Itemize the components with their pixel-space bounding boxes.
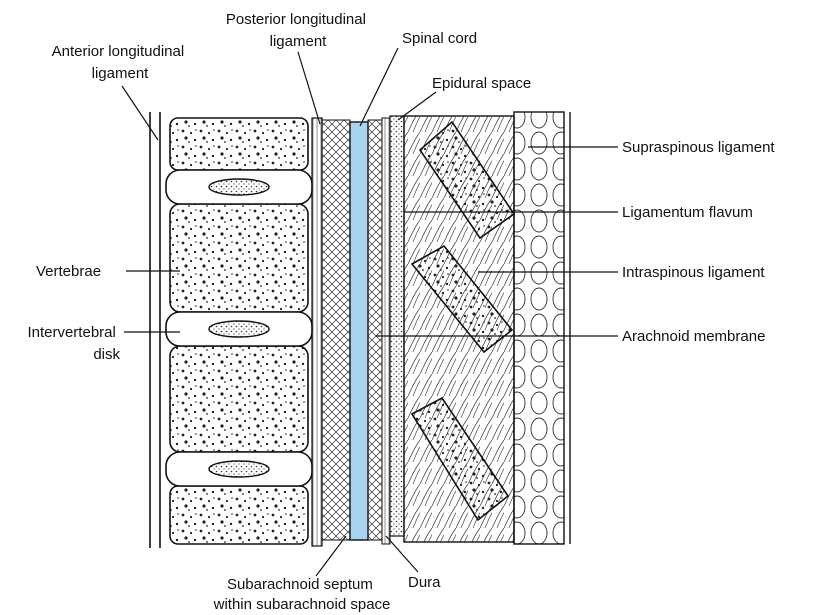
label-epidural-space: Epidural space: [432, 75, 531, 92]
dura-shape: [382, 118, 390, 544]
supraspinous-ligament-shape: [514, 112, 564, 544]
label-ligamentum-flavum: Ligamentum flavum: [622, 204, 753, 221]
posterior-ligament-shape: [312, 118, 322, 546]
subarachnoid-space-left: [322, 120, 350, 540]
label-spinal-cord: Spinal cord: [402, 30, 477, 47]
label-arachnoid-membrane: Arachnoid membrane: [622, 328, 765, 345]
subarachnoid-space-right: [368, 120, 382, 540]
label-intraspinous-ligament: Intraspinous ligament: [622, 264, 765, 281]
label-anterior-longitudinal-ligament: Anterior longitudinal ligament: [52, 43, 189, 82]
label-vertebrae: Vertebrae: [36, 263, 101, 280]
label-supraspinous-ligament: Supraspinous ligament: [622, 139, 775, 156]
label-dura: Dura: [408, 574, 441, 591]
epidural-space-shape: [390, 116, 404, 536]
spinal-cord-shape: [350, 122, 368, 540]
label-posterior-longitudinal-ligament: Posterior longitudinal ligament: [226, 11, 370, 50]
label-subarachnoid-septum: Subarachnoid septum within subarachnoid …: [213, 576, 391, 613]
label-intervertebral-disk: Intervertebral disk: [27, 324, 120, 363]
anterior-ligament-shape: [150, 112, 160, 548]
